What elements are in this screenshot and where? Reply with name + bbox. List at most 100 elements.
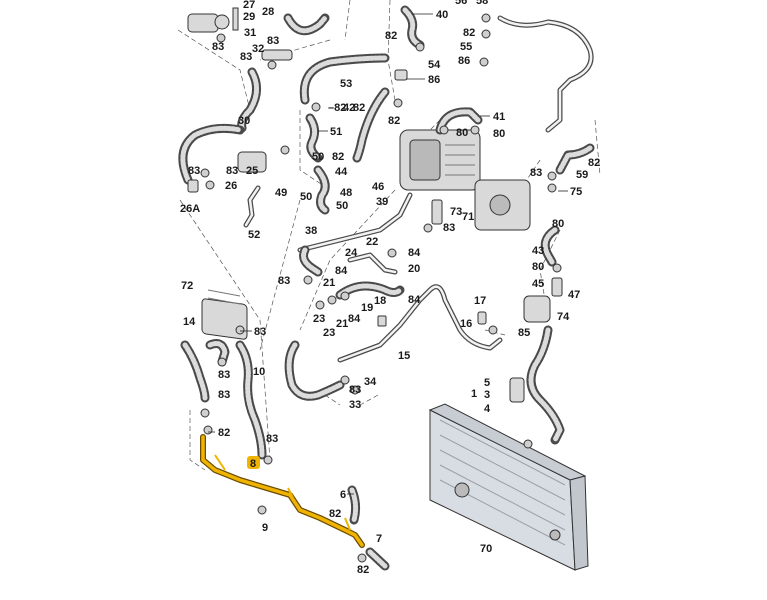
callout-label: 23 <box>313 313 325 325</box>
callout-label: 6 <box>340 489 346 501</box>
callout-label: 5 <box>484 377 490 389</box>
callout-label: 8 <box>250 458 256 470</box>
callout-label: 50 <box>312 151 324 163</box>
callout-label: 30 <box>238 115 250 127</box>
callout-label: 7 <box>376 533 382 545</box>
callout-label: 25 <box>246 165 258 177</box>
callout-label: 83 <box>188 165 200 177</box>
callout-label: 10 <box>253 366 265 378</box>
callout-label: 26A <box>180 203 200 215</box>
callout-label: 56 <box>455 0 467 7</box>
callout-label: 44 <box>335 166 348 178</box>
center-connectors <box>315 248 405 327</box>
callout-label: 21 <box>323 277 335 289</box>
callout-label: 58 <box>476 0 488 7</box>
coolant-pipe-8-highlighted <box>200 434 365 548</box>
callout-label: 4 <box>484 403 491 415</box>
callout-label: 3 <box>484 389 490 401</box>
callout-label: 49 <box>275 187 287 199</box>
callout-label: 48 <box>340 187 352 199</box>
callout-label: 84 <box>408 294 421 306</box>
callout-label: 26 <box>225 180 237 192</box>
coolant-pipe-15 <box>337 284 503 363</box>
callout-label: 39 <box>376 196 388 208</box>
left-upper-hoses <box>178 123 290 228</box>
callout-label: 31 <box>244 27 256 39</box>
heat-exchanger-71 <box>399 107 531 231</box>
callout-label: 16 <box>460 318 472 330</box>
callout-label: 15 <box>398 350 410 362</box>
callout-label: 84 <box>335 265 348 277</box>
auxiliary-pump-assembly <box>187 7 330 133</box>
callout-label: 83 <box>254 326 266 338</box>
coolant-pipes-center <box>297 165 443 285</box>
callout-label: 59 <box>576 169 588 181</box>
callout-label: 1 <box>471 388 477 400</box>
callout-label: 83 <box>530 167 542 179</box>
callout-label: 40 <box>436 9 448 21</box>
radiator-upper-hose <box>509 325 565 449</box>
callout-label: 83 <box>218 369 230 381</box>
callout-label: 38 <box>305 225 317 237</box>
callout-label: 80 <box>552 218 564 230</box>
callout-label: 18 <box>374 295 386 307</box>
callout-label: 82 <box>388 115 400 127</box>
callout-label: 82 <box>357 564 369 576</box>
hose-6-7 <box>347 485 390 571</box>
upper-right-return-pipe <box>479 13 594 133</box>
callout-label: 33 <box>349 399 361 411</box>
callout-label: 82 <box>353 102 365 114</box>
callout-label: –82 <box>328 102 346 114</box>
callout-label: 80 <box>493 128 505 140</box>
callout-label: 83 <box>349 384 361 396</box>
callout-label: 83 <box>226 165 238 177</box>
callout-label: 55 <box>460 41 472 53</box>
callout-label: 75 <box>570 186 582 198</box>
callout-label: 27 <box>243 0 255 11</box>
callout-label: 70 <box>480 543 492 555</box>
callout-label: 80 <box>456 127 468 139</box>
callout-label: 82 <box>588 157 600 169</box>
callout-label: 50 <box>336 200 348 212</box>
assembly-guide-lines <box>177 0 601 471</box>
callout-label: 9 <box>262 522 268 534</box>
callout-label: 80 <box>532 261 544 273</box>
callout-label: 85 <box>518 327 530 339</box>
callout-label: 83 <box>278 275 290 287</box>
radiator-70 <box>428 403 589 571</box>
callout-label: 41 <box>493 111 505 123</box>
callout-label: 19 <box>361 302 373 314</box>
callout-8-badge <box>247 456 260 469</box>
callout-label: 20 <box>408 263 420 275</box>
callout-label: 83 <box>212 41 224 53</box>
callout-label: 50 <box>300 191 312 203</box>
callout-label: 28 <box>262 6 274 18</box>
callout-label: 83 <box>218 389 230 401</box>
callout-label: 82 <box>329 508 341 520</box>
callout-label: 45 <box>532 278 544 290</box>
callout-label: 86 <box>428 74 440 86</box>
callout-label: 22 <box>366 236 378 248</box>
callout-label: 42 <box>343 102 355 114</box>
callout-label: 83 <box>266 433 278 445</box>
callout-label: 17 <box>474 295 486 307</box>
callout-label: 73 <box>450 206 462 218</box>
callout-label: 71 <box>462 211 474 223</box>
callout-label: 82 <box>218 427 230 439</box>
callout-label: 24 <box>345 247 358 259</box>
auxiliary-cooler-72 <box>201 289 248 340</box>
callout-label: 43 <box>532 245 544 257</box>
callout-label: 82 <box>332 151 344 163</box>
callout-label: 51 <box>330 126 342 138</box>
callout-label: 84 <box>408 247 421 259</box>
callout-labels: 27 29 28 31 83 32 83 83 30 40 82 54 86 5… <box>180 0 600 576</box>
left-lower-hoses <box>180 339 360 465</box>
callout-label: 21 <box>336 318 348 330</box>
callout-label: 74 <box>557 311 570 323</box>
callout-label: 84 <box>348 313 361 325</box>
callout-label: 82 <box>385 30 397 42</box>
callout-label: 32 <box>252 43 264 55</box>
callout-label: 23 <box>323 327 335 339</box>
upper-coolant-hoses <box>299 5 425 163</box>
